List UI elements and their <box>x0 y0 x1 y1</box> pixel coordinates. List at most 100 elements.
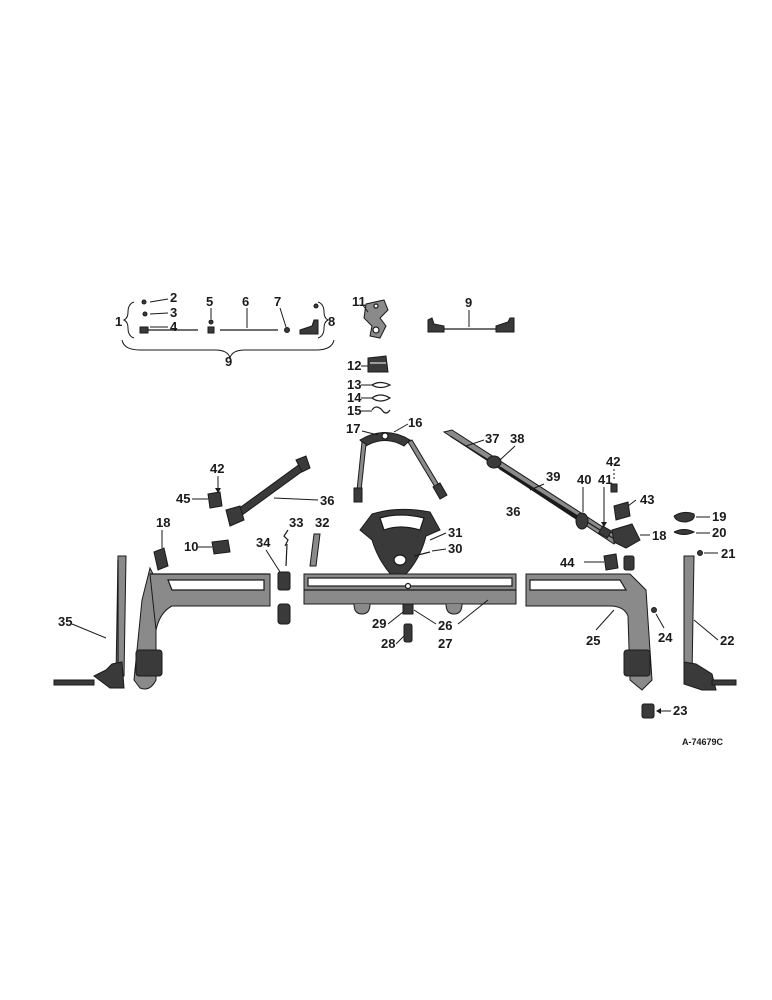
callout-16: 16 <box>408 415 422 430</box>
tie-rod-exploded-group: 2 3 4 1 5 6 7 8 9 <box>115 290 335 369</box>
center-axle-group: 26 27 28 29 <box>303 573 517 651</box>
callout-7: 7 <box>274 294 281 309</box>
washer-13-part <box>371 381 392 389</box>
drawing-code: A-74679C <box>682 737 724 747</box>
cotter-pin-part <box>141 299 147 305</box>
callout-6: 6 <box>242 294 249 309</box>
pin-32-part <box>309 533 321 567</box>
callout-19: 19 <box>712 509 726 524</box>
callout-44: 44 <box>560 555 575 570</box>
callout-45: 45 <box>176 491 190 506</box>
steering-arm-18-left-part <box>153 547 169 571</box>
callout-18-left: 18 <box>156 515 170 530</box>
brace-1 <box>122 301 135 339</box>
washer-14-part <box>371 394 392 402</box>
pin-33-part <box>283 529 289 547</box>
tie-rod-end-part <box>427 317 445 333</box>
callout-14: 14 <box>347 390 362 405</box>
drag-link-right-group: 37 38 39 36 40 41 42 43 18 44 <box>442 429 666 571</box>
bushing-23-part <box>641 703 655 719</box>
callout-11: 11 <box>352 294 366 309</box>
drag-link-left-part <box>233 463 305 519</box>
callout-21: 21 <box>721 546 735 561</box>
bolt-30-part <box>413 551 431 557</box>
callout-12: 12 <box>347 358 361 373</box>
steering-arm-18-right-part <box>611 523 641 549</box>
steering-arm-part <box>363 299 389 339</box>
callout-39: 39 <box>546 469 560 484</box>
steering-arm-group: 11 12 13 14 15 17 16 <box>346 294 448 503</box>
bushing-12-part <box>367 355 389 373</box>
cotter-right-part <box>313 303 319 309</box>
callout-20: 20 <box>712 525 726 540</box>
callout-37: 37 <box>485 431 499 446</box>
callout-17: 17 <box>346 421 360 436</box>
tie-rod-end-right-part <box>299 319 319 335</box>
callout-1: 1 <box>115 314 122 329</box>
center-pivot-group: 31 30 32 33 34 <box>256 508 462 625</box>
callout-25: 25 <box>586 633 600 648</box>
bracket-44-part <box>603 553 619 571</box>
bushing-34a-part <box>277 571 291 591</box>
callout-4: 4 <box>170 319 178 334</box>
callout-31: 31 <box>448 525 462 540</box>
bushing-34b-part <box>277 603 291 625</box>
small-parts-right-group: 19 20 21 <box>673 509 735 561</box>
right-axle-beam-part <box>525 573 653 691</box>
callout-34: 34 <box>256 535 271 550</box>
spindle-22-part <box>683 555 695 677</box>
tie-rod-assembled-group: 9 <box>427 295 515 333</box>
callout-38: 38 <box>510 431 524 446</box>
bracket-45-part <box>207 491 223 509</box>
callout-13: 13 <box>347 377 361 392</box>
fitting-24-part <box>651 607 657 613</box>
brace-9 <box>121 339 335 359</box>
callout-42-right: 42 <box>606 454 620 469</box>
callout-32: 32 <box>315 515 329 530</box>
callout-27: 27 <box>438 636 452 651</box>
left-axle-group: 35 <box>53 555 271 690</box>
clamp-right-part <box>284 327 290 333</box>
callout-30: 30 <box>448 541 462 556</box>
callout-40: 40 <box>577 472 591 487</box>
rod-39-part <box>499 466 579 520</box>
spring-15-part <box>371 406 391 414</box>
callout-22: 22 <box>720 633 734 648</box>
callout-43: 43 <box>640 492 654 507</box>
callout-42-left: 42 <box>210 461 224 476</box>
callout-36-right: 36 <box>506 504 520 519</box>
clamp-part <box>207 326 215 334</box>
callout-36-left: 36 <box>320 493 334 508</box>
callout-8: 8 <box>328 314 335 329</box>
bolt-42-part <box>610 483 618 493</box>
callout-18-right: 18 <box>652 528 666 543</box>
part-41 <box>597 525 613 539</box>
callout-33: 33 <box>289 515 303 530</box>
washer-40-part <box>575 512 589 530</box>
nut-part <box>142 311 148 317</box>
right-axle-group: 25 24 22 23 <box>525 555 737 719</box>
bushing-38-part <box>486 455 502 469</box>
callout-23: 23 <box>673 703 687 718</box>
callout-10: 10 <box>184 539 198 554</box>
callout-9-right: 9 <box>465 295 472 310</box>
callout-26: 26 <box>438 618 452 633</box>
pin-28-part <box>403 623 413 643</box>
bushing-44b-part <box>623 555 635 571</box>
callout-29: 29 <box>372 616 386 631</box>
bearing-19-part <box>673 511 695 523</box>
callout-15: 15 <box>347 403 361 418</box>
callout-24: 24 <box>658 630 673 645</box>
callout-35: 35 <box>58 614 72 629</box>
fitting-21-part <box>697 550 703 556</box>
tie-rod-end-left-part <box>139 326 149 334</box>
bracket-10-part <box>211 539 231 555</box>
brace-8 <box>317 301 330 339</box>
callout-2: 2 <box>170 290 177 305</box>
bolt-27-part <box>402 603 414 615</box>
callout-41: 41 <box>598 472 612 487</box>
callout-3: 3 <box>170 305 177 320</box>
drag-link-left-group: 36 45 42 10 18 <box>153 455 334 571</box>
callout-5: 5 <box>206 294 213 309</box>
